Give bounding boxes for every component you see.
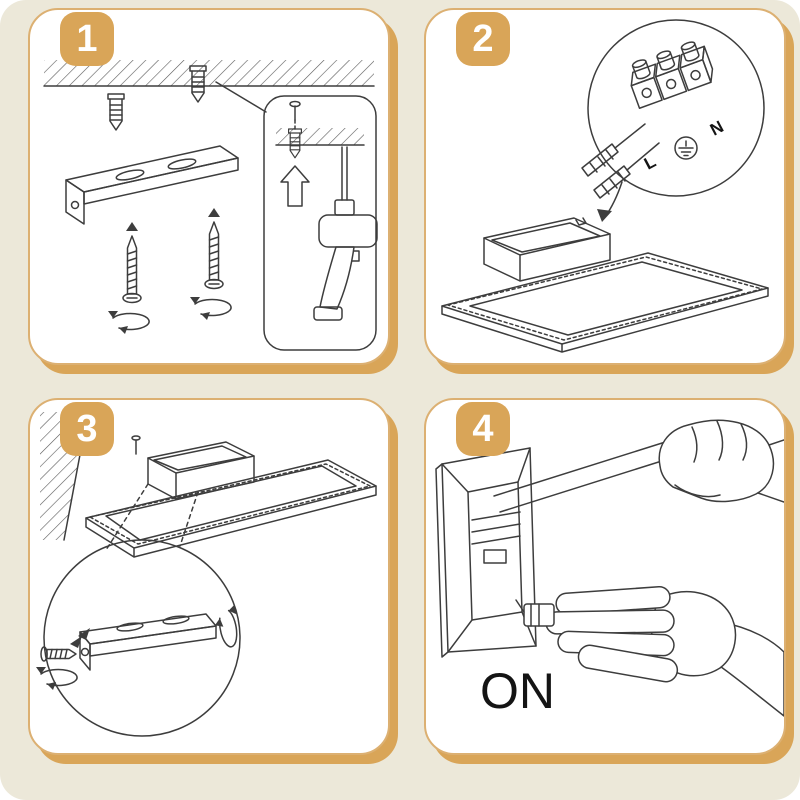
neutral-label: N xyxy=(707,117,727,140)
power-on-label: ON xyxy=(480,663,555,719)
step-2-badge: 2 xyxy=(456,12,510,66)
step-panel-4: 4 xyxy=(424,398,786,755)
step-3-number: 3 xyxy=(76,408,98,450)
lower-hand xyxy=(515,586,784,717)
detail-leader-line xyxy=(215,81,267,113)
inset-pointer-arrow xyxy=(597,181,623,222)
drilling-inset xyxy=(263,95,378,351)
step-2-illustration: L N xyxy=(441,19,769,353)
screw xyxy=(122,221,142,304)
step-4-number: 4 xyxy=(472,408,494,450)
mounting-bracket xyxy=(79,613,217,671)
connector-plug xyxy=(515,599,555,627)
step-panel-2: 2 xyxy=(424,8,786,365)
wall-anchor xyxy=(107,93,125,131)
step-2-number: 2 xyxy=(472,18,494,60)
rotate-arrow-icon xyxy=(107,310,150,335)
zoom-line xyxy=(105,483,149,551)
terminal-block xyxy=(630,41,714,110)
step-1-number: 1 xyxy=(76,18,98,60)
ground-symbol-icon xyxy=(674,136,698,160)
zoom-line xyxy=(179,491,199,547)
step-panel-3: 3 xyxy=(28,398,390,755)
step-3-badge: 3 xyxy=(60,402,114,456)
screw-into-anchor xyxy=(288,100,302,159)
step-1-badge: 1 xyxy=(60,12,114,66)
mounted-bracket-detail xyxy=(471,511,521,564)
fixture-frame xyxy=(441,252,769,353)
led-strip-teeth xyxy=(89,463,371,545)
up-arrow-icon xyxy=(280,165,310,207)
screw xyxy=(204,207,224,290)
fixture-frame xyxy=(85,459,377,558)
step-4-illustration: ON xyxy=(435,419,784,719)
upper-hand xyxy=(658,419,784,503)
drill xyxy=(313,146,378,321)
wire-live xyxy=(581,123,646,177)
step-1-illustration xyxy=(43,60,378,351)
mounting-bracket xyxy=(65,145,239,225)
insert-arrow-icon xyxy=(70,636,82,648)
wire-neutral xyxy=(593,142,660,199)
wiring-inset: L N xyxy=(581,19,765,199)
junction-box xyxy=(147,441,255,500)
insert-arrow-icon xyxy=(78,628,90,640)
rotate-arrow-icon xyxy=(189,296,232,321)
live-label: L xyxy=(641,152,659,174)
wall-frame xyxy=(435,447,537,658)
small-screw xyxy=(131,435,141,455)
bracket-inset xyxy=(35,539,243,737)
lamp-tube xyxy=(493,436,688,513)
fixing-screw xyxy=(40,646,77,662)
step-panel-1: 1 xyxy=(28,8,390,365)
step-4-badge: 4 xyxy=(456,402,510,456)
junction-box xyxy=(483,217,611,282)
led-strip-teeth xyxy=(447,256,763,341)
